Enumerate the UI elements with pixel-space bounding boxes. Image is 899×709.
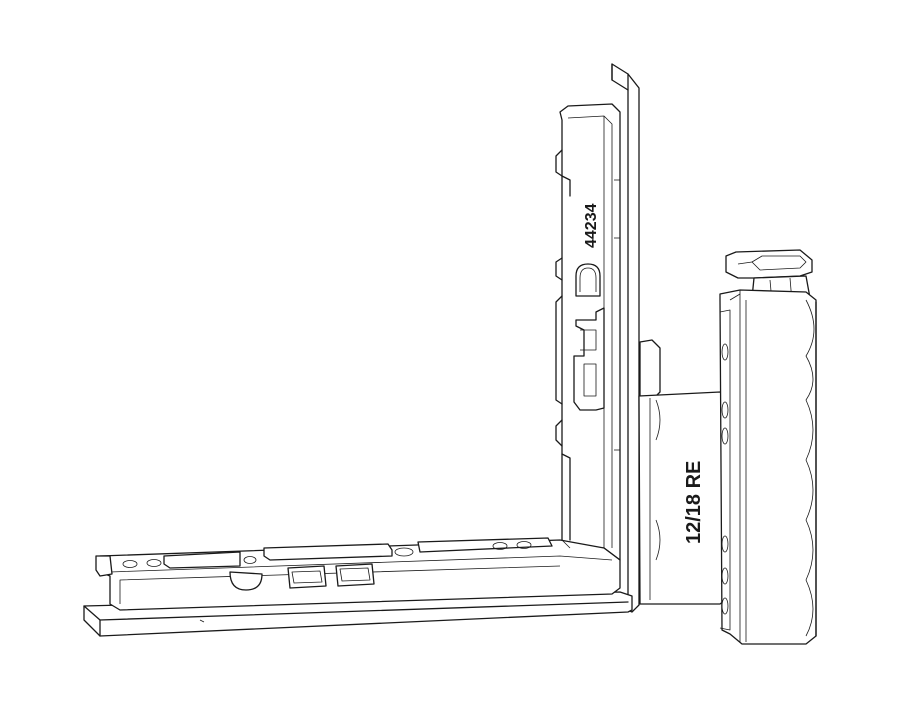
hinge-block [719,249,817,645]
horizontal-arm [83,537,633,637]
vertical-arm [555,63,640,613]
size-marking-label: 12/18 RE [683,461,705,544]
part-number-label: 44234 [583,203,600,248]
